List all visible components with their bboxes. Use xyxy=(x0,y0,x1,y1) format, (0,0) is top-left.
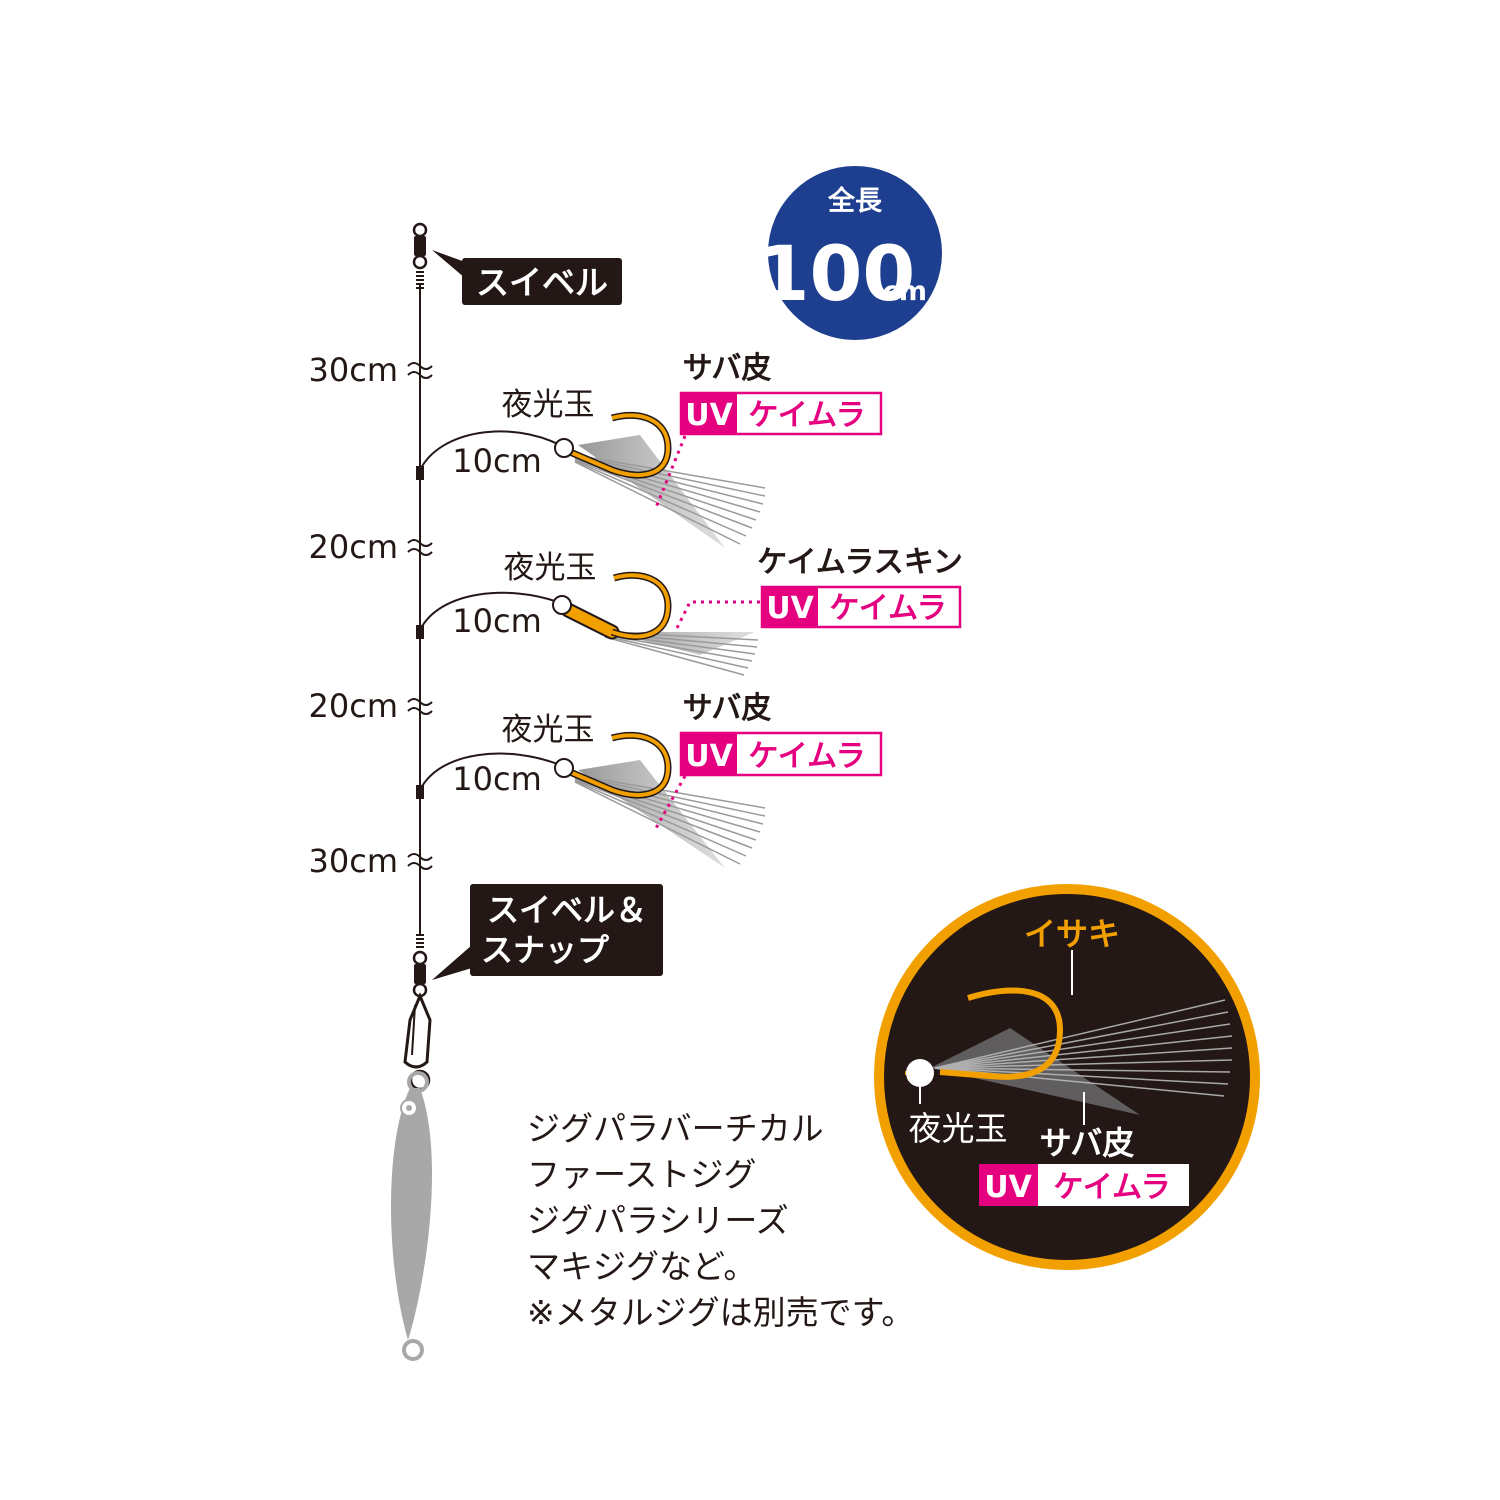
branch-length: 10cm xyxy=(452,760,541,798)
bottom-swivel-snap-icon xyxy=(403,934,432,1091)
svg-text:UV: UV xyxy=(984,1170,1032,1205)
bead-label: 夜光玉 xyxy=(504,550,597,586)
svg-text:スイベル: スイベル xyxy=(476,263,608,302)
glow-bead-icon xyxy=(554,438,574,458)
compatible-jigs-text: ジグパラバーチカル ファーストジグ ジグパラシリーズ マキジグなど。 ※メタルジ… xyxy=(527,1106,914,1336)
jig-line: マキジグなど。 xyxy=(527,1247,757,1286)
svg-text:スイベル＆: スイベル＆ xyxy=(487,891,647,929)
segment-labels: 30cm 20cm 20cm 30cm xyxy=(309,351,398,880)
hook-type-label: イサキ xyxy=(1024,915,1120,953)
jig-line: ファーストジグ xyxy=(527,1155,757,1194)
svg-text:UV: UV xyxy=(685,398,733,433)
detail-circle: イサキ 夜光玉 サバ皮 UV ケイムラ xyxy=(874,884,1260,1270)
material-label: ケイムラスキン xyxy=(757,545,963,580)
bead-label: 夜光玉 xyxy=(502,387,595,423)
svg-text:ケイムラ: ケイムラ xyxy=(748,398,865,433)
segment-length: 20cm xyxy=(309,687,398,725)
bottom-swivel-label: スイベル＆ スナップ xyxy=(432,884,663,980)
uv-keimura-tag: UV ケイムラ xyxy=(679,391,883,436)
branch-3: 夜光玉 10cm サバ皮 UV ケイムラ xyxy=(416,691,883,868)
svg-text:スナップ: スナップ xyxy=(481,931,610,969)
material-label: サバ皮 xyxy=(683,691,772,726)
jig-line: ※メタルジグは別売です。 xyxy=(527,1293,915,1332)
material-label: サバ皮 xyxy=(683,351,772,386)
svg-text:ケイムラ: ケイムラ xyxy=(829,591,946,626)
uv-keimura-tag: UV ケイムラ xyxy=(760,585,962,629)
segment-length: 20cm xyxy=(309,528,398,566)
segment-length: 30cm xyxy=(309,842,398,880)
hook-icon xyxy=(939,987,1064,1080)
segment-length: 30cm xyxy=(309,351,398,389)
uv-keimura-tag: UV ケイムラ xyxy=(679,731,883,777)
bead-label: 夜光玉 xyxy=(909,1109,1008,1148)
material-label: サバ皮 xyxy=(1040,1124,1135,1162)
branch-2: 夜光玉 10cm ケイムラスキン UV ケイムラ xyxy=(416,545,963,676)
branch-1: 夜光玉 10cm サバ皮 UV ケイムラ xyxy=(416,351,883,548)
svg-text:100: 100 xyxy=(757,229,916,318)
svg-text:ケイムラ: ケイムラ xyxy=(1053,1170,1170,1205)
svg-text:UV: UV xyxy=(685,739,733,774)
metal-jig-icon xyxy=(390,1071,432,1361)
branch-length: 10cm xyxy=(452,442,541,480)
top-swivel-label: スイベル xyxy=(432,250,622,305)
top-swivel-icon xyxy=(412,222,428,289)
svg-text:ケイムラ: ケイムラ xyxy=(748,739,865,774)
bead-label: 夜光玉 xyxy=(502,712,595,748)
uv-keimura-tag: UV ケイムラ xyxy=(979,1164,1189,1206)
branch-length: 10cm xyxy=(452,602,541,640)
total-length-badge: 全長 100 cm xyxy=(757,166,942,340)
glow-bead-icon xyxy=(906,1059,934,1087)
jig-line: ジグパラバーチカル xyxy=(527,1109,824,1148)
glow-bead-icon xyxy=(554,758,574,778)
svg-text:UV: UV xyxy=(766,591,814,626)
jig-line: ジグパラシリーズ xyxy=(527,1201,789,1240)
svg-text:全長: 全長 xyxy=(827,185,883,217)
break-marks xyxy=(407,362,433,870)
glow-bead-icon xyxy=(552,595,572,615)
feather-icon xyxy=(574,760,766,868)
svg-text:cm: cm xyxy=(883,276,927,307)
